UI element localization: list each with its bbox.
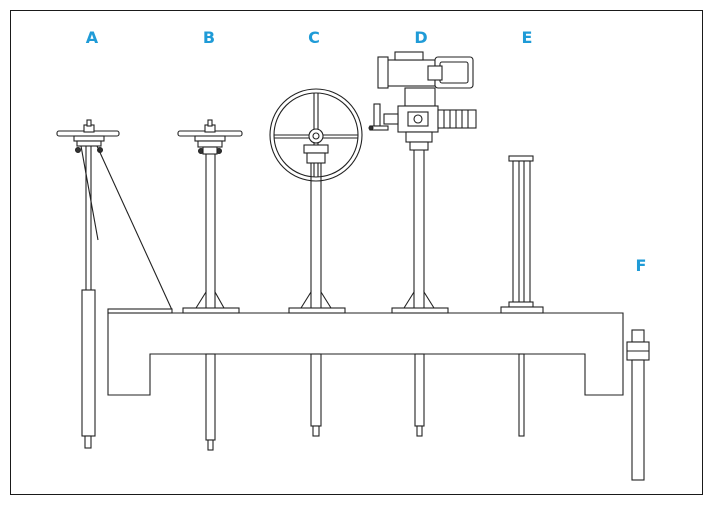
label-a: A xyxy=(85,28,99,47)
valve-stem-c xyxy=(269,88,363,437)
label-c: C xyxy=(308,28,320,47)
diagram-frame xyxy=(10,10,703,495)
valve-stem-b xyxy=(177,119,243,451)
label-e: E xyxy=(521,28,533,47)
valve-stem-d xyxy=(368,51,477,437)
label-f: F xyxy=(635,256,647,275)
label-b: B xyxy=(202,28,216,47)
label-d: D xyxy=(414,28,428,47)
concrete-slab xyxy=(107,312,624,396)
valve-stem-a xyxy=(56,119,173,449)
valve-stem-f xyxy=(626,329,650,481)
valve-stem-e xyxy=(500,155,544,437)
